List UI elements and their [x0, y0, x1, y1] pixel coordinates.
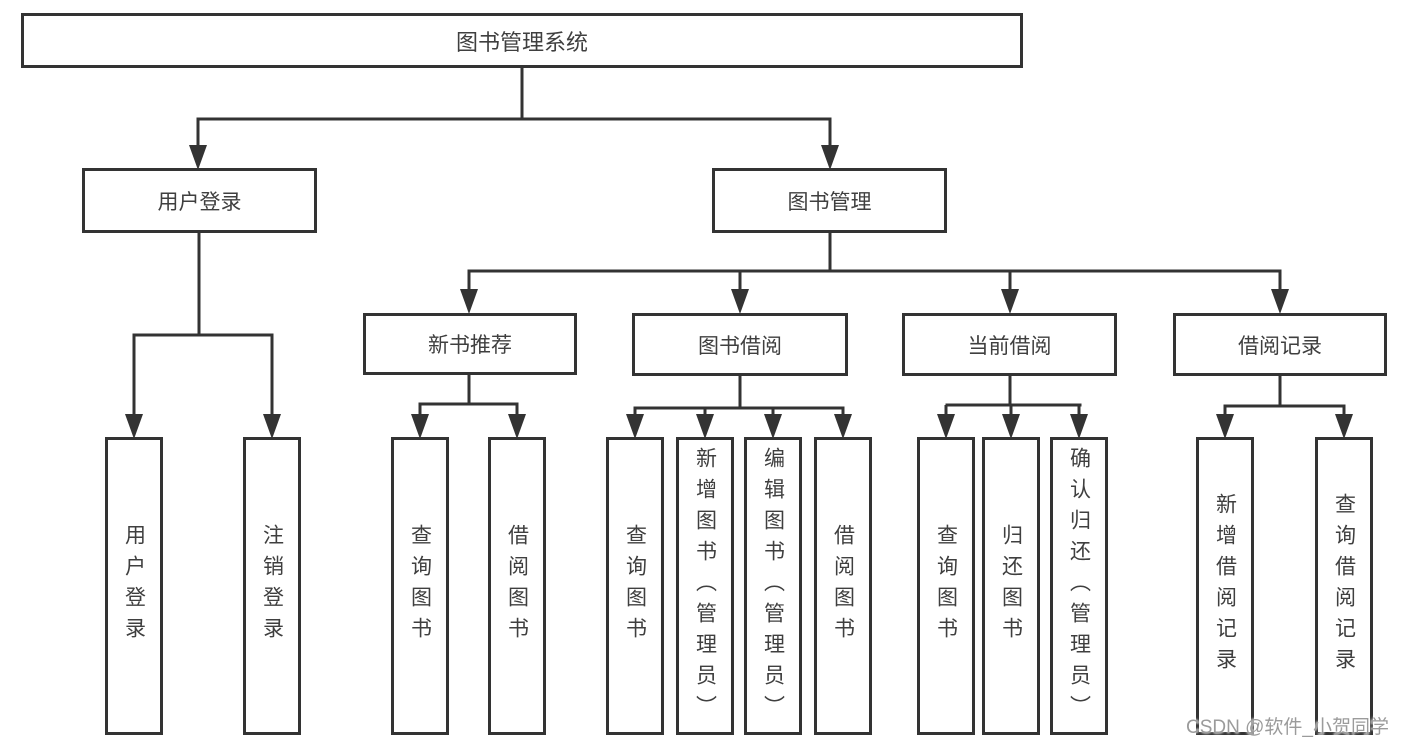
leaf-logout: 注销登录 [243, 437, 301, 735]
node-label: 借阅记录 [1238, 334, 1322, 358]
node-library-management-system: 图书管理系统 [21, 13, 1023, 68]
node-label: 查询图书 [623, 524, 647, 648]
leaf-confirm-return-admin: 确认归还（管理员） [1050, 437, 1108, 735]
leaf-return-books: 归还图书 [982, 437, 1040, 735]
node-label: 新增图书（管理员） [693, 446, 717, 726]
node-book-borrow: 图书借阅 [632, 313, 848, 376]
node-label: 图书管理 [787, 190, 872, 214]
node-label: 查询图书 [408, 524, 432, 648]
node-label: 借阅图书 [505, 524, 529, 648]
leaf-edit-books-admin: 编辑图书（管理员） [744, 437, 802, 735]
node-label: 用户登录 [122, 524, 146, 648]
node-label: 新书推荐 [428, 334, 512, 357]
node-label: 注销登录 [260, 524, 284, 648]
leaf-borrow-query-books: 查询图书 [606, 437, 664, 735]
leaf-user-login: 用户登录 [105, 437, 163, 735]
node-label: 当前借阅 [967, 334, 1052, 358]
leaf-query-borrow-record: 查询借阅记录 [1315, 437, 1373, 735]
leaf-borrow-books: 借阅图书 [814, 437, 872, 735]
node-user-login: 用户登录 [82, 168, 317, 233]
node-new-book-recommend: 新书推荐 [363, 313, 577, 375]
node-book-management: 图书管理 [712, 168, 947, 233]
node-label: 查询借阅记录 [1332, 493, 1356, 679]
node-label: 图书借阅 [698, 334, 782, 358]
node-label: 新增借阅记录 [1213, 493, 1237, 679]
node-label: 确认归还（管理员） [1067, 446, 1091, 726]
leaf-add-books-admin: 新增图书（管理员） [676, 437, 734, 735]
arrowhead-icons [125, 145, 1353, 439]
node-borrow-records: 借阅记录 [1173, 313, 1387, 376]
leaf-current-query-books: 查询图书 [917, 437, 975, 735]
csdn-watermark: CSDN @软件_小贺同学 [1186, 717, 1389, 738]
node-label: 借阅图书 [831, 524, 855, 648]
leaf-add-borrow-record: 新增借阅记录 [1196, 437, 1254, 735]
leaf-recommend-borrow-books: 借阅图书 [488, 437, 546, 735]
leaf-recommend-query-books: 查询图书 [391, 437, 449, 735]
node-label: 编辑图书（管理员） [761, 446, 785, 726]
node-current-borrow: 当前借阅 [902, 313, 1117, 376]
node-label: 归还图书 [999, 524, 1023, 648]
node-label: 用户登录 [157, 190, 242, 214]
node-label: 查询图书 [934, 524, 958, 648]
node-label: 图书管理系统 [455, 29, 588, 55]
